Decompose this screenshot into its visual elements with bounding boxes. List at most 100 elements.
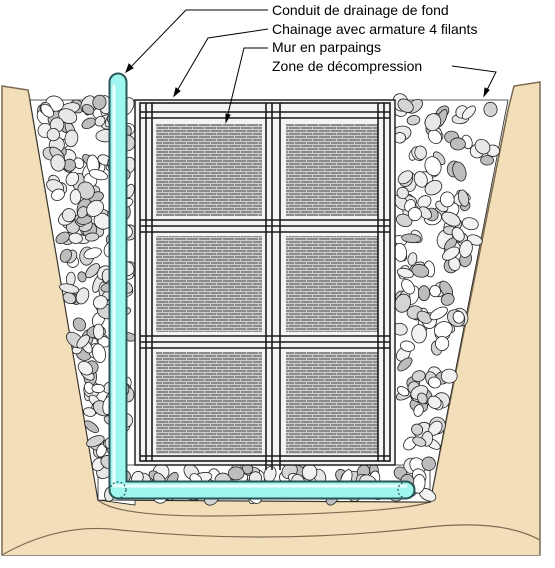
gravel-stone (397, 357, 413, 372)
gravel-stone (442, 246, 460, 261)
gravel-stone (441, 211, 461, 227)
block-panel-4 (286, 236, 378, 332)
gravel-stone (88, 169, 108, 181)
gravel-stone (46, 128, 60, 142)
leader-lines (125, 9, 497, 124)
gravel-stone (400, 340, 415, 352)
gravel-stone (91, 343, 107, 363)
gravel-stone (440, 293, 455, 306)
gravel-stone (416, 310, 432, 324)
gravel-stone (92, 94, 107, 110)
gravel-stone (411, 263, 430, 278)
gravel-stone (451, 227, 465, 242)
gravel-stone (407, 252, 418, 266)
gravel-stone (417, 195, 432, 209)
gravel-stone (401, 233, 422, 244)
block-panel-5 (156, 352, 262, 454)
gravel-stone (461, 217, 479, 231)
gravel-stone (483, 101, 498, 117)
gravel-stone (411, 370, 426, 382)
gravel-stone (401, 278, 415, 295)
gravel-stone (396, 386, 410, 397)
label-chaining: Chainage avec armature 4 filants (272, 21, 477, 37)
leader-decompression (451, 65, 497, 97)
gravel-stone (83, 247, 102, 260)
gravel-stone (85, 263, 100, 279)
gravel-stone (40, 103, 54, 118)
gravel-stone (227, 466, 245, 481)
gravel-stone (93, 295, 108, 310)
gravel-stone (439, 191, 455, 208)
block-panel-2 (286, 124, 378, 216)
gravel-stone (68, 232, 83, 244)
gravel-stone (397, 170, 413, 185)
gravel-stone (59, 283, 80, 294)
gravel-stone (433, 321, 453, 339)
block-panel-1 (156, 124, 262, 216)
gravel-stone (457, 189, 470, 207)
label-block-wall: Mur en parpaings (272, 39, 381, 55)
gravel-stone (92, 323, 105, 340)
gravel-stone (77, 206, 89, 219)
gravel-stone (84, 420, 99, 434)
leader-chaining (173, 28, 269, 97)
block-panel-3 (156, 236, 262, 332)
gravel-stone (452, 161, 467, 182)
gravel-stone (50, 154, 66, 172)
reinforcement-frame (139, 102, 391, 470)
gravel-stone (427, 129, 442, 144)
gravel-stone (86, 199, 104, 217)
gravel-stone (51, 188, 65, 201)
gravel-stone (412, 436, 427, 447)
gravel-stone (417, 285, 431, 302)
gravel-stone (480, 155, 494, 166)
gravel-stone (407, 207, 422, 222)
gravel-stone (421, 456, 436, 471)
gravel-stone (64, 129, 79, 148)
gravel-stone (77, 361, 94, 376)
gravel-stone (396, 213, 413, 228)
gravel-stone (72, 317, 86, 332)
drain-pipe (108, 72, 416, 500)
gravel-stone (428, 376, 442, 389)
gravel-stone (450, 137, 466, 151)
gravel-stone (427, 395, 442, 409)
gravel-stone (55, 231, 71, 244)
label-decompression-zone: Zone de décompression (272, 58, 422, 74)
gravel-stone (411, 324, 427, 344)
gravel-stone (461, 105, 476, 120)
gravel-stone (452, 310, 465, 324)
gravel-stone (75, 287, 90, 305)
trench-bottom-curve (2, 506, 540, 555)
gravel-stone (411, 423, 424, 436)
leader-drain (125, 9, 268, 73)
gravel-stone (59, 248, 72, 263)
gravel-stone (474, 138, 491, 155)
leader-wall (225, 47, 268, 123)
gravel-stone (418, 206, 432, 220)
gravel-stone (81, 104, 95, 115)
gravel-stone (83, 407, 96, 417)
gravel-stone (416, 392, 428, 405)
gravel-stone (424, 156, 442, 177)
gravel-stone (424, 113, 442, 132)
gravel-stone (91, 383, 105, 394)
gravel-stone (76, 334, 90, 349)
gravel-stone (413, 404, 424, 417)
gravel-stone (58, 108, 78, 124)
gravel-stone (413, 171, 428, 188)
gravel-stone (414, 145, 427, 160)
gravel-stone (86, 435, 105, 448)
gravel-stone (396, 267, 414, 279)
gravel-stone (424, 179, 443, 196)
gravel-stone (406, 115, 421, 126)
gravel-stone (459, 239, 473, 258)
gravel-stone (429, 306, 448, 321)
gravel-stone (84, 232, 100, 242)
gravel-stone (65, 171, 79, 187)
gravel-stone (396, 186, 409, 199)
label-drain-conduit: Conduit de drainage de fond (272, 2, 449, 18)
gravel-stone (440, 368, 458, 384)
